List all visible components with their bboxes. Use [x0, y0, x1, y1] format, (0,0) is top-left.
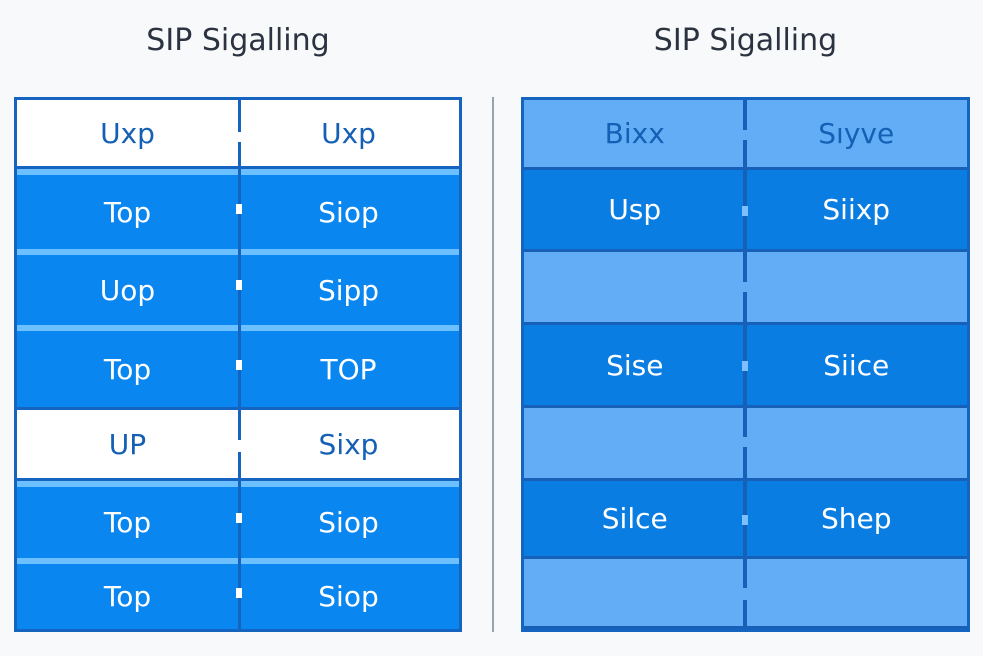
- table-cell: [524, 252, 746, 322]
- divider-gap: [743, 437, 748, 447]
- connector-dot: [236, 280, 242, 290]
- table-cell: UP: [108, 427, 147, 461]
- table-cell: Shep: [820, 502, 892, 535]
- divider-gap: [743, 282, 748, 292]
- table-cell: Uop: [99, 273, 156, 307]
- table-cell: Top: [103, 195, 152, 229]
- table-cell: Sipp: [317, 273, 380, 307]
- connector-dot: [236, 588, 242, 598]
- table-cell: Sixp: [318, 427, 379, 461]
- table-cell: Siop: [318, 506, 379, 539]
- table-cell: Bixx: [604, 117, 665, 150]
- table-cell: Siixp: [822, 193, 891, 226]
- table-cell: TOP: [320, 352, 377, 386]
- connector-dot: [742, 361, 748, 371]
- right-panel-title: SIP Sigalling: [653, 23, 838, 58]
- table-cell: Siice: [823, 348, 890, 382]
- connector-dot: [742, 206, 748, 216]
- divider-gap: [743, 130, 748, 140]
- table-cell: [746, 559, 968, 626]
- table-cell: [746, 408, 968, 478]
- connector-dot: [742, 515, 748, 525]
- table-cell: [524, 408, 746, 478]
- divider-gap: [743, 588, 748, 600]
- table-cell: Top: [103, 352, 152, 386]
- table-cell: Top: [103, 580, 152, 613]
- table-cell: Silce: [601, 502, 668, 535]
- table-cell: [746, 252, 968, 322]
- table-cell: Siop: [318, 195, 379, 229]
- table-row: Bixx Sıyve: [524, 100, 967, 170]
- right-signalling-table: Bixx Sıyve Usp Siixp Sise Siice Silce Sh…: [521, 97, 970, 632]
- panel-separator: [492, 97, 494, 632]
- table-cell: Uxp: [100, 116, 155, 150]
- table-cell: Siop: [318, 580, 379, 613]
- table-cell: [524, 559, 746, 626]
- left-panel-title: SIP Sigalling: [146, 23, 330, 58]
- left-signalling-table: Uxp Uxp Top Siop Uop Sipp Top TOP UP Six…: [14, 97, 462, 632]
- table-cell: Uxp: [321, 116, 376, 150]
- table-cell: Top: [103, 506, 152, 539]
- table-cell: Sıyve: [818, 117, 895, 150]
- table-cell: Usp: [608, 193, 662, 226]
- table-cell: Sise: [606, 348, 664, 382]
- divider-gap: [237, 132, 242, 142]
- connector-dot: [236, 204, 242, 214]
- connector-dot: [236, 360, 242, 370]
- divider-gap: [237, 440, 242, 452]
- connector-dot: [236, 513, 242, 523]
